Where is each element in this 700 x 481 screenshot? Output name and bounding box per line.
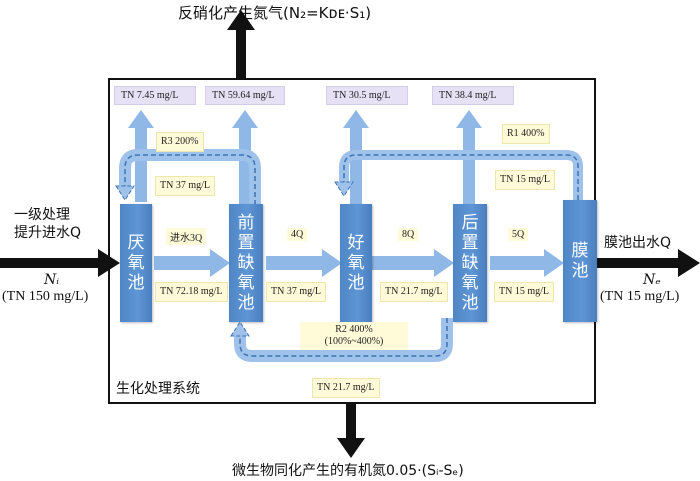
tank-char: 前 xyxy=(237,213,255,233)
tank-char: 好 xyxy=(347,233,365,253)
inflow-label-line1: 一级处理 xyxy=(14,207,70,223)
anaerobic-tank: 厌 氧 池 xyxy=(120,204,152,322)
r2-recycle-outline xyxy=(239,318,448,357)
inflow-arrow xyxy=(0,249,120,277)
tank-char: 池 xyxy=(237,293,255,313)
top-output-label: 反硝化产生氮气(N₂=Kᴅᴇ·S₁) xyxy=(178,4,372,22)
tn-label-after-post-anoxic: TN 15 mg/L xyxy=(494,282,554,302)
outflow-tn-label: (TN 15 mg/L) xyxy=(600,289,680,304)
flow-label-3q: 进水3Q xyxy=(166,228,207,245)
r3-recycle-outline xyxy=(124,154,256,205)
tank-char: 置 xyxy=(237,233,255,253)
tank-char: 池 xyxy=(127,273,145,293)
flow-label-8q: 8Q xyxy=(398,228,419,241)
tn-label-after-pre-anoxic: TN 37 mg/L xyxy=(266,282,326,302)
inflow-label-line2: 提升进水Q xyxy=(14,225,82,241)
pre-anoxic-tank: 前 置 缺 氧 池 xyxy=(229,204,263,322)
r3-recycle-arrowhead xyxy=(115,185,135,201)
tn-label-pre-anoxic-top: TN 59.64 mg/L xyxy=(205,86,285,105)
tank-char: 氧 xyxy=(127,253,145,273)
tank-char: 缺 xyxy=(237,253,255,273)
tank-char: 缺 xyxy=(461,253,479,273)
tn-label-after-anaerobic: TN 72.18 mg/L xyxy=(155,282,228,302)
tank-char: 池 xyxy=(571,261,589,281)
post-anoxic-tank: 后 置 缺 氧 池 xyxy=(453,204,487,322)
outflow-label: 膜池出水Q xyxy=(604,235,672,251)
flow-label-4q: 4Q xyxy=(287,228,308,241)
system-label: 生化处理系统 xyxy=(116,381,200,397)
bottom-output-label: 微生物同化产生的有机氮0.05·(Sᵢ-Sₑ) xyxy=(232,463,464,479)
membrane-tank: 膜 池 xyxy=(563,200,597,322)
aerobic-tank: 好 氧 池 xyxy=(340,204,372,322)
inflow-n-label: Nᵢ xyxy=(44,272,60,288)
r2-range: (100%~400%) xyxy=(324,336,384,347)
tank-char: 置 xyxy=(461,233,479,253)
r2-label: R2 400% (100%~400%) xyxy=(300,322,408,350)
tank-char: 氧 xyxy=(237,273,255,293)
r2-recycle-arrowhead xyxy=(230,321,250,337)
assimilation-arrow xyxy=(337,402,365,458)
r1-tn-label: TN 15 mg/L xyxy=(495,170,555,190)
flow-label-5q: 5Q xyxy=(508,228,529,241)
tn-label-aerobic-top: TN 30.5 mg/L xyxy=(326,86,408,105)
tank-char: 氧 xyxy=(347,253,365,273)
r3-tn-label: TN 37 mg/L xyxy=(155,176,215,196)
tank-char: 氧 xyxy=(461,273,479,293)
tn-label-bottom: TN 21.7 mg/L xyxy=(312,378,380,398)
r1-recycle-loop xyxy=(339,150,583,200)
tank-char: 池 xyxy=(347,273,365,293)
r2-ratio: R2 400% xyxy=(335,324,373,335)
inflow-tn-label: (TN 150 mg/L) xyxy=(2,289,89,304)
outflow-arrow xyxy=(596,249,700,277)
outflow-n-label: Nₑ xyxy=(643,272,661,288)
tank-char: 膜 xyxy=(571,241,589,261)
tank-char: 池 xyxy=(461,293,479,313)
tank-char: 厌 xyxy=(127,233,145,253)
r1-recycle-arrowhead xyxy=(334,181,354,197)
tn-label-after-aerobic: TN 21.7 mg/L xyxy=(380,282,448,302)
horizontal-blue-arrows xyxy=(154,249,564,277)
tn-label-post-anoxic-top: TN 38.4 mg/L xyxy=(432,86,514,105)
tank-char: 后 xyxy=(461,213,479,233)
r3-label: R3 200% xyxy=(156,132,204,152)
vertical-blue-arrows xyxy=(128,110,482,206)
tn-label-anaerobic-top: TN 7.45 mg/L xyxy=(114,86,196,105)
r1-label: R1 400% xyxy=(502,124,550,144)
nitrogen-gas-arrow xyxy=(227,10,255,80)
